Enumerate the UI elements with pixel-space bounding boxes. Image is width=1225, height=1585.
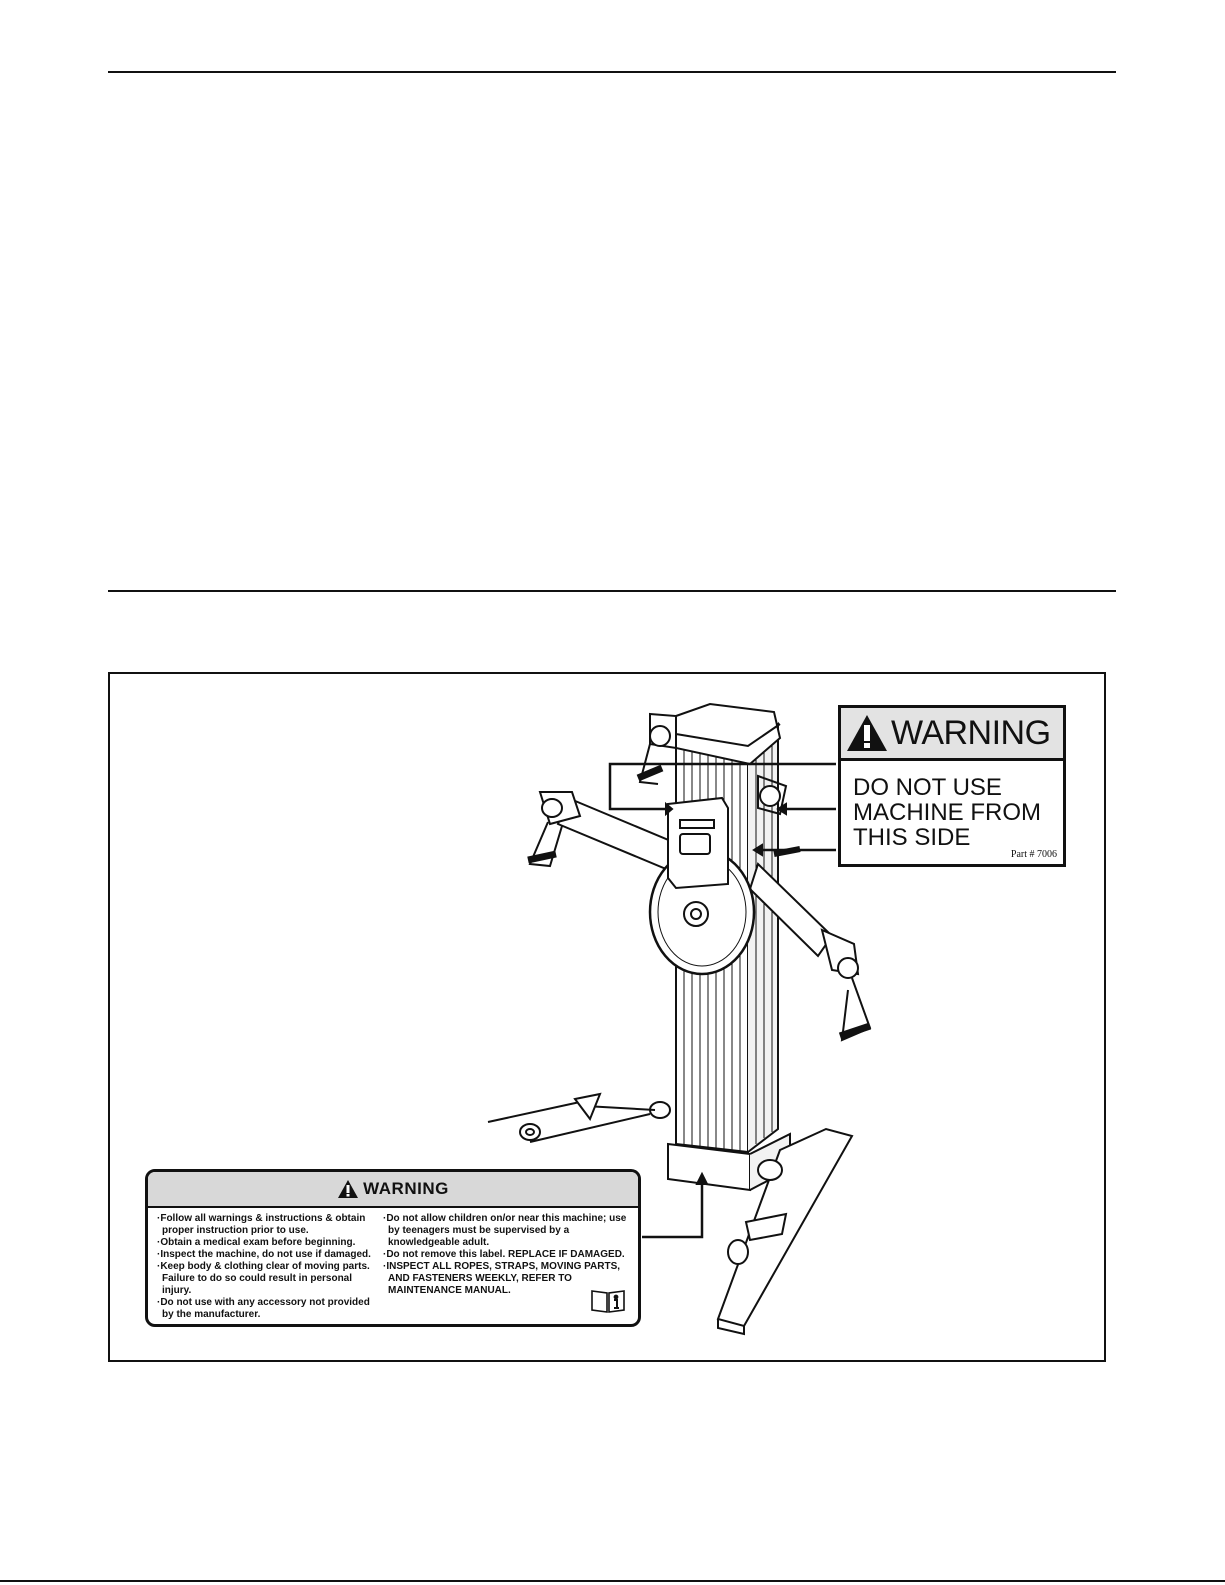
side-warning-label: WARNING DO NOT USE MACHINE FROM THIS SID… [838, 705, 1066, 867]
side-warning-line: DO NOT USE [853, 774, 1002, 801]
warning-triangle-icon [338, 1180, 359, 1198]
warning-item: ·Do not use with any accessory not provi… [157, 1297, 370, 1320]
warning-label-figure: WARNING DO NOT USE MACHINE FROM THIS SID… [108, 672, 1106, 1362]
side-warning-heading: WARNING [891, 714, 1051, 752]
warning-item: ·Do not remove this label. REPLACE IF DA… [383, 1249, 625, 1260]
top-divider [108, 71, 1116, 73]
part-number: Part # 7006 [1010, 849, 1057, 860]
side-warning-line: MACHINE FROM [853, 799, 1041, 826]
warning-item: ·Obtain a medical exam before beginning. [157, 1237, 356, 1248]
read-manual-icon [591, 1290, 625, 1313]
warning-triangle-icon [847, 715, 887, 751]
warning-item: ·Inspect the machine, do not use if dama… [157, 1249, 371, 1260]
bottom-divider [0, 1580, 1225, 1582]
warning-item: ·INSPECT ALL ROPES, STRAPS, MOVING PARTS… [383, 1261, 621, 1296]
side-warning-line: THIS SIDE [853, 824, 971, 851]
warning-item: ·Follow all warnings & instructions & ob… [157, 1213, 366, 1236]
warning-column-left: ·Follow all warnings & instructions & ob… [157, 1213, 383, 1321]
side-warning-header: WARNING [841, 708, 1063, 761]
warning-item: ·Keep body & clothing clear of moving pa… [157, 1261, 370, 1296]
main-warning-label: WARNING ·Follow all warnings & instructi… [145, 1169, 641, 1327]
cable-machine-illustration [487, 702, 872, 1336]
main-warning-heading: WARNING [363, 1179, 449, 1198]
main-warning-header: WARNING [148, 1172, 638, 1208]
warning-item: ·Do not allow children on/or near this m… [383, 1213, 627, 1248]
middle-divider [108, 590, 1116, 592]
warning-column-right: ·Do not allow children on/or near this m… [383, 1213, 633, 1321]
